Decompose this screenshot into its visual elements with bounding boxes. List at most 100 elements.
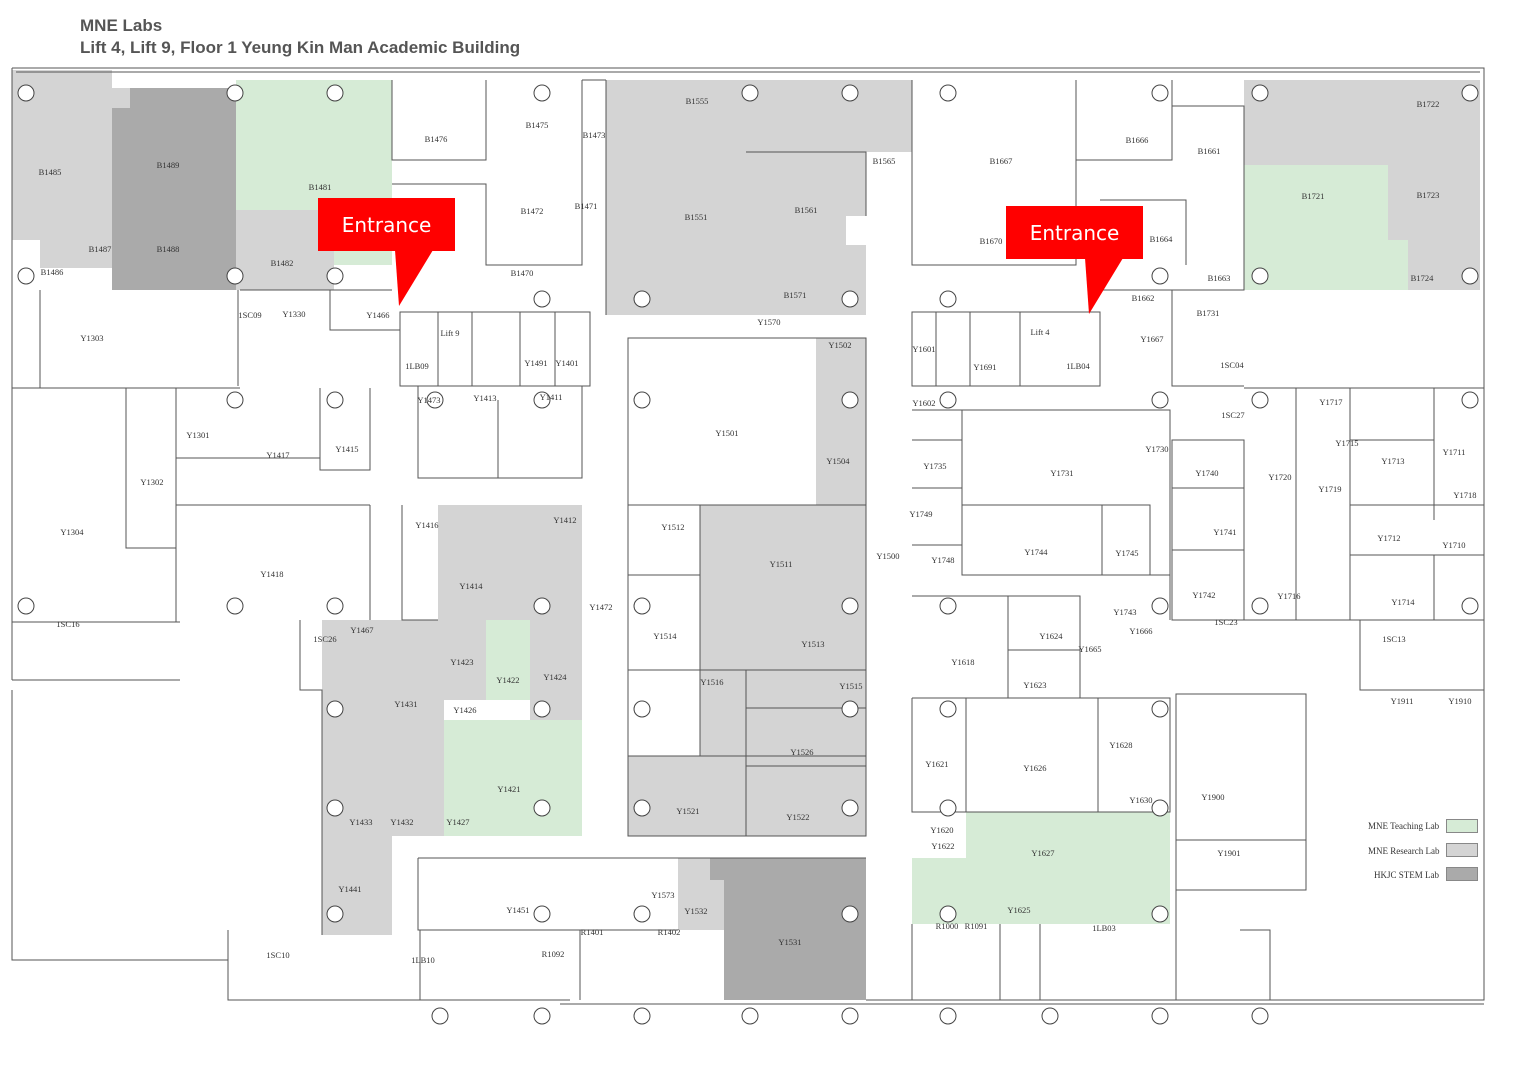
structural-column bbox=[533, 597, 551, 615]
room-label: B1471 bbox=[575, 201, 598, 211]
room-fill bbox=[746, 80, 912, 245]
structural-column bbox=[1151, 700, 1169, 718]
room-label: Y1512 bbox=[661, 522, 684, 532]
room-label: Y1630 bbox=[1129, 795, 1152, 805]
structural-column bbox=[633, 905, 651, 923]
wall-segment bbox=[1175, 693, 1307, 891]
room-label: Y1522 bbox=[786, 812, 809, 822]
wall-segment bbox=[419, 930, 570, 1001]
legend-swatch-teaching bbox=[1446, 819, 1478, 833]
room-label: 1SC16 bbox=[56, 619, 79, 629]
room-label: Y1418 bbox=[260, 569, 283, 579]
room-label: Y1740 bbox=[1195, 468, 1218, 478]
structural-column bbox=[226, 267, 244, 285]
wall-segment bbox=[319, 388, 371, 471]
wall-segment bbox=[912, 595, 1081, 699]
structural-column bbox=[1151, 267, 1169, 285]
room-label: Y1710 bbox=[1442, 540, 1465, 550]
wall-segment bbox=[11, 690, 228, 961]
wall-segment bbox=[227, 930, 560, 1001]
room-label: Y1573 bbox=[651, 890, 674, 900]
room-label: B1470 bbox=[511, 268, 534, 278]
room-label: B1721 bbox=[1302, 191, 1325, 201]
structural-column bbox=[741, 1007, 759, 1025]
room-label: Y1618 bbox=[951, 657, 974, 667]
room-label: Y1526 bbox=[790, 747, 813, 757]
room-label: Y1422 bbox=[496, 675, 519, 685]
room-label: Y1748 bbox=[931, 555, 954, 565]
room-label: Y1624 bbox=[1039, 631, 1063, 641]
structural-column bbox=[841, 290, 859, 308]
room-fill bbox=[486, 620, 530, 700]
room-label: B1555 bbox=[686, 96, 709, 106]
structural-column bbox=[633, 799, 651, 817]
room-label: 1SC26 bbox=[313, 634, 336, 644]
room-label: 1SC27 bbox=[1221, 410, 1244, 420]
room-label: Y1712 bbox=[1377, 533, 1400, 543]
room-label: Y1717 bbox=[1319, 397, 1342, 407]
room-label: Y1472 bbox=[589, 602, 612, 612]
wall-segment bbox=[1100, 199, 1187, 265]
room-label: Y1715 bbox=[1335, 438, 1358, 448]
room-label: Y1627 bbox=[1031, 848, 1054, 858]
room-label: Y1466 bbox=[366, 310, 389, 320]
room-label: B1662 bbox=[1132, 293, 1155, 303]
room-label: B1472 bbox=[521, 206, 544, 216]
room-label: Y1665 bbox=[1078, 644, 1101, 654]
room-label: Lift 9 bbox=[440, 328, 459, 338]
room-label: Y1421 bbox=[497, 784, 520, 794]
room-fill bbox=[12, 70, 130, 268]
wall-segment bbox=[866, 690, 1485, 1001]
room-label: Y1667 bbox=[1140, 334, 1163, 344]
room-label: Y1744 bbox=[1024, 547, 1048, 557]
room-label: Y1628 bbox=[1109, 740, 1132, 750]
structural-column bbox=[326, 84, 344, 102]
room-label: Y1718 bbox=[1453, 490, 1476, 500]
room-label: Y1514 bbox=[653, 631, 677, 641]
room-label: Y1666 bbox=[1129, 626, 1152, 636]
room-label: Y1716 bbox=[1277, 591, 1300, 601]
entrance-pointer-lift9 bbox=[395, 250, 433, 306]
wall-segment bbox=[1240, 929, 1271, 1000]
room-label: Y1602 bbox=[912, 398, 935, 408]
structural-column bbox=[1151, 799, 1169, 817]
room-fill bbox=[236, 80, 392, 210]
room-label: 1LB09 bbox=[405, 361, 429, 371]
structural-column bbox=[1151, 1007, 1169, 1025]
wall-segment bbox=[12, 67, 1485, 690]
columns bbox=[17, 84, 1479, 1025]
structural-column bbox=[841, 799, 859, 817]
structural-column bbox=[633, 597, 651, 615]
room-label: Y1626 bbox=[1023, 763, 1046, 773]
room-label: Y1621 bbox=[925, 759, 948, 769]
structural-column bbox=[939, 905, 957, 923]
room-label: Y1731 bbox=[1050, 468, 1073, 478]
structural-column bbox=[633, 700, 651, 718]
room-label: B1724 bbox=[1411, 273, 1434, 283]
room-label: Lift 4 bbox=[1030, 327, 1050, 337]
room-label: Y1911 bbox=[1391, 696, 1414, 706]
wall-segment bbox=[1359, 620, 1484, 691]
wall-segment bbox=[125, 388, 176, 549]
wall-segment bbox=[417, 386, 583, 479]
wall-segment bbox=[746, 151, 867, 216]
structural-column bbox=[17, 267, 35, 285]
wall-segment bbox=[1171, 290, 1244, 387]
room-label: Y1570 bbox=[757, 317, 780, 327]
structural-column bbox=[226, 391, 244, 409]
structural-column bbox=[1251, 597, 1269, 615]
entrance-callout-lift4: Entrance bbox=[1006, 206, 1143, 259]
structural-column bbox=[841, 1007, 859, 1025]
room-label: Y1426 bbox=[453, 705, 476, 715]
walls bbox=[11, 67, 1485, 1005]
room-label: Y1625 bbox=[1007, 905, 1030, 915]
room-fill bbox=[710, 858, 866, 1000]
room-label: 1SC04 bbox=[1220, 360, 1244, 370]
room-label: Y1521 bbox=[676, 806, 699, 816]
room-label: R1401 bbox=[581, 927, 604, 937]
structural-column bbox=[841, 905, 859, 923]
room-label: Y1504 bbox=[826, 456, 850, 466]
room-label: Y1720 bbox=[1268, 472, 1291, 482]
room-label: Y1415 bbox=[335, 444, 358, 454]
entrance-pointer-lift4 bbox=[1085, 258, 1123, 314]
